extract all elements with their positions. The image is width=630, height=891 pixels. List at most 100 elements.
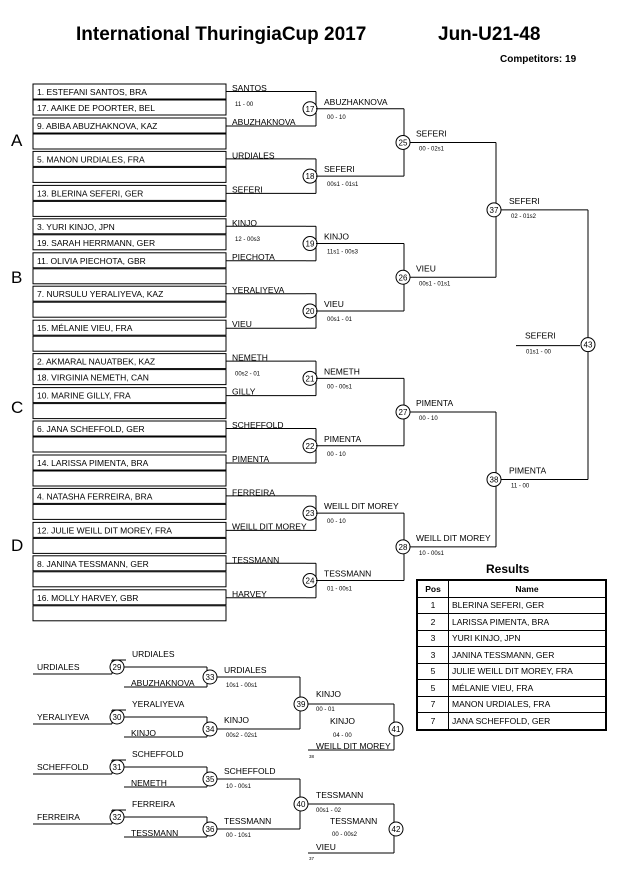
round2-match-number: 19 xyxy=(306,240,315,249)
repechage-match-number: 30 xyxy=(113,713,122,722)
advance-label: PIECHOTA xyxy=(232,252,275,262)
competitor-name: 8. JANINA TESSMANN, GER xyxy=(37,559,149,569)
repechage-advance: SCHEFFOLD xyxy=(132,749,183,759)
repechage-advance: YERALIYEVA xyxy=(132,699,185,709)
repechage-advance: URDIALES xyxy=(132,649,175,659)
entry-box xyxy=(32,335,227,352)
round2-score: 00 - 10 xyxy=(327,519,346,525)
final-winner: SEFERI xyxy=(525,331,556,341)
round2-score: 00 - 00s1 xyxy=(327,384,353,390)
advance-label: ABUZHAKNOVA xyxy=(232,117,296,127)
results-name: MANON URDIALES, FRA xyxy=(448,695,607,713)
results-name: JANINA TESSMANN, GER xyxy=(448,646,607,664)
entry-box xyxy=(32,369,227,386)
entry-box xyxy=(32,605,227,622)
competitors-count: Competitors: 19 xyxy=(500,54,576,65)
repechage-score: 00 - 01 xyxy=(316,707,335,713)
entry-box xyxy=(32,234,227,251)
repechage-advance: VIEU xyxy=(316,842,336,852)
advance-label: VIEU xyxy=(232,319,252,329)
competitor-name: 2. AKMARAL NAUATBEK, KAZ xyxy=(37,357,155,367)
pool-letter: B xyxy=(11,268,22,287)
entry-box xyxy=(32,268,227,285)
repechage-advance: FERREIRA xyxy=(132,799,175,809)
final-match-number: 43 xyxy=(584,341,593,350)
results-pos: 1 xyxy=(416,596,449,614)
competitor-name: 11. OLIVIA PIECHOTA, GBR xyxy=(37,256,146,266)
repechage-score: 00 - 10s1 xyxy=(226,833,252,839)
competitor-name: 12. JULIE WEILL DIT MOREY, FRA xyxy=(37,525,172,535)
repechage-match-number: 35 xyxy=(206,775,215,784)
results-col-pos: Pos xyxy=(416,579,449,598)
entry-box xyxy=(32,99,227,116)
first-round-score: 12 - 00s3 xyxy=(235,237,261,243)
repechage-score: 00s2 - 02s1 xyxy=(226,733,258,739)
repechage-entrant: YERALIYEVA xyxy=(37,712,90,722)
repechage-from-match: 38 xyxy=(309,754,315,759)
entry-box xyxy=(32,301,227,318)
advance-label: HARVEY xyxy=(232,589,267,599)
round2-score: 00 - 10 xyxy=(327,115,346,121)
entry-box xyxy=(32,436,227,453)
repechage-match-number: 31 xyxy=(113,763,122,772)
round2-match-number: 17 xyxy=(306,105,315,114)
round2-winner: WEILL DIT MOREY xyxy=(324,501,399,511)
advance-label: TESSMANN xyxy=(232,555,279,565)
round2-score: 00 - 10 xyxy=(327,452,346,458)
repechage-advance: KINJO xyxy=(316,689,341,699)
weight-category: Jun-U21-48 xyxy=(438,24,541,45)
repechage-loser-entry: ABUZHAKNOVA xyxy=(131,678,195,688)
competitor-name: 19. SARAH HERRMANN, GER xyxy=(37,238,155,248)
round2-score: 00s1 - 01 xyxy=(327,317,353,323)
competitor-name: 6. JANA SCHEFFOLD, GER xyxy=(37,424,145,434)
results-name: BLERINA SEFERI, GER xyxy=(448,596,607,614)
advance-label: SANTOS xyxy=(232,83,267,93)
round3-winner: VIEU xyxy=(416,263,436,273)
repechage-advance: TESSMANN xyxy=(316,790,363,800)
repechage-match-number: 41 xyxy=(392,725,401,734)
competitor-name: 1. ESTEFANI SANTOS, BRA xyxy=(37,87,147,97)
results-name: MÉLANIE VIEU, FRA xyxy=(448,679,607,697)
round2-winner: TESSMANN xyxy=(324,569,371,579)
advance-label: NEMETH xyxy=(232,353,268,363)
round3-match-number: 28 xyxy=(399,543,408,552)
round2-winner: ABUZHAKNOVA xyxy=(324,97,388,107)
repechage-score: 10 - 00s1 xyxy=(226,784,252,790)
repechage-match-number: 29 xyxy=(113,663,122,672)
repechage-match-number: 36 xyxy=(206,825,215,834)
round2-winner: PIMENTA xyxy=(324,434,361,444)
pool-letter: A xyxy=(11,131,23,150)
entry-box xyxy=(32,403,227,420)
semifinal-match-number: 38 xyxy=(490,475,499,484)
advance-label: PIMENTA xyxy=(232,454,269,464)
repechage-score: 00 - 00s2 xyxy=(332,832,358,838)
round2-match-number: 18 xyxy=(306,172,315,181)
round2-score: 01 - 00s1 xyxy=(327,587,353,593)
advance-label: GILLY xyxy=(232,387,256,397)
results-pos: 3 xyxy=(416,629,449,647)
repechage-advance: KINJO xyxy=(224,715,249,725)
round3-match-number: 27 xyxy=(399,408,408,417)
semifinal-score: 02 - 01s2 xyxy=(511,214,537,220)
competitors-value: 19 xyxy=(565,54,577,65)
entry-box xyxy=(32,470,227,487)
round2-score: 11s1 - 00s3 xyxy=(327,250,359,256)
round3-score: 00 - 10 xyxy=(419,416,438,422)
advance-label: SCHEFFOLD xyxy=(232,420,283,430)
match-number-circle xyxy=(580,337,596,353)
repechage-loser-entry: KINJO xyxy=(131,728,156,738)
competitor-name: 5. MANON URDIALES, FRA xyxy=(37,154,145,164)
repechage-score: 00s1 - 02 xyxy=(316,808,342,814)
results-header-row: Pos Name xyxy=(416,579,607,598)
competitor-name: 3. YURI KINJO, JPN xyxy=(37,222,115,232)
results-pos: 2 xyxy=(416,613,449,631)
repechage-match-number: 39 xyxy=(297,700,306,709)
